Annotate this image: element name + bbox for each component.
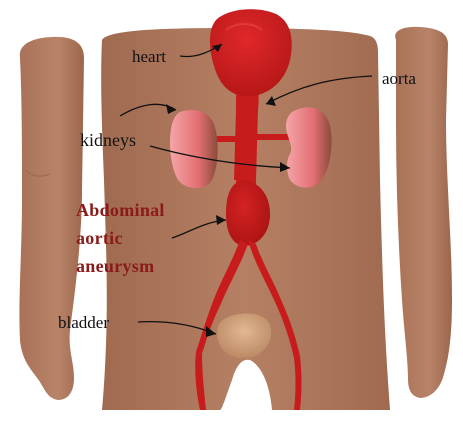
heart-label: heart [132, 47, 166, 66]
aaa-label-line-2: aortic [76, 228, 123, 248]
left-kidney [170, 110, 218, 188]
kidneys-label: kidneys [80, 130, 136, 150]
aaa-label-line-3: aneurysm [76, 256, 154, 276]
left-arm [19, 37, 84, 400]
abdominal-aorta [236, 140, 256, 184]
right-renal-artery [254, 134, 290, 140]
bladder-label: bladder [58, 313, 109, 332]
aaa-label-line-1: Abdominal [76, 200, 165, 220]
aorta-label: aorta [382, 69, 416, 88]
